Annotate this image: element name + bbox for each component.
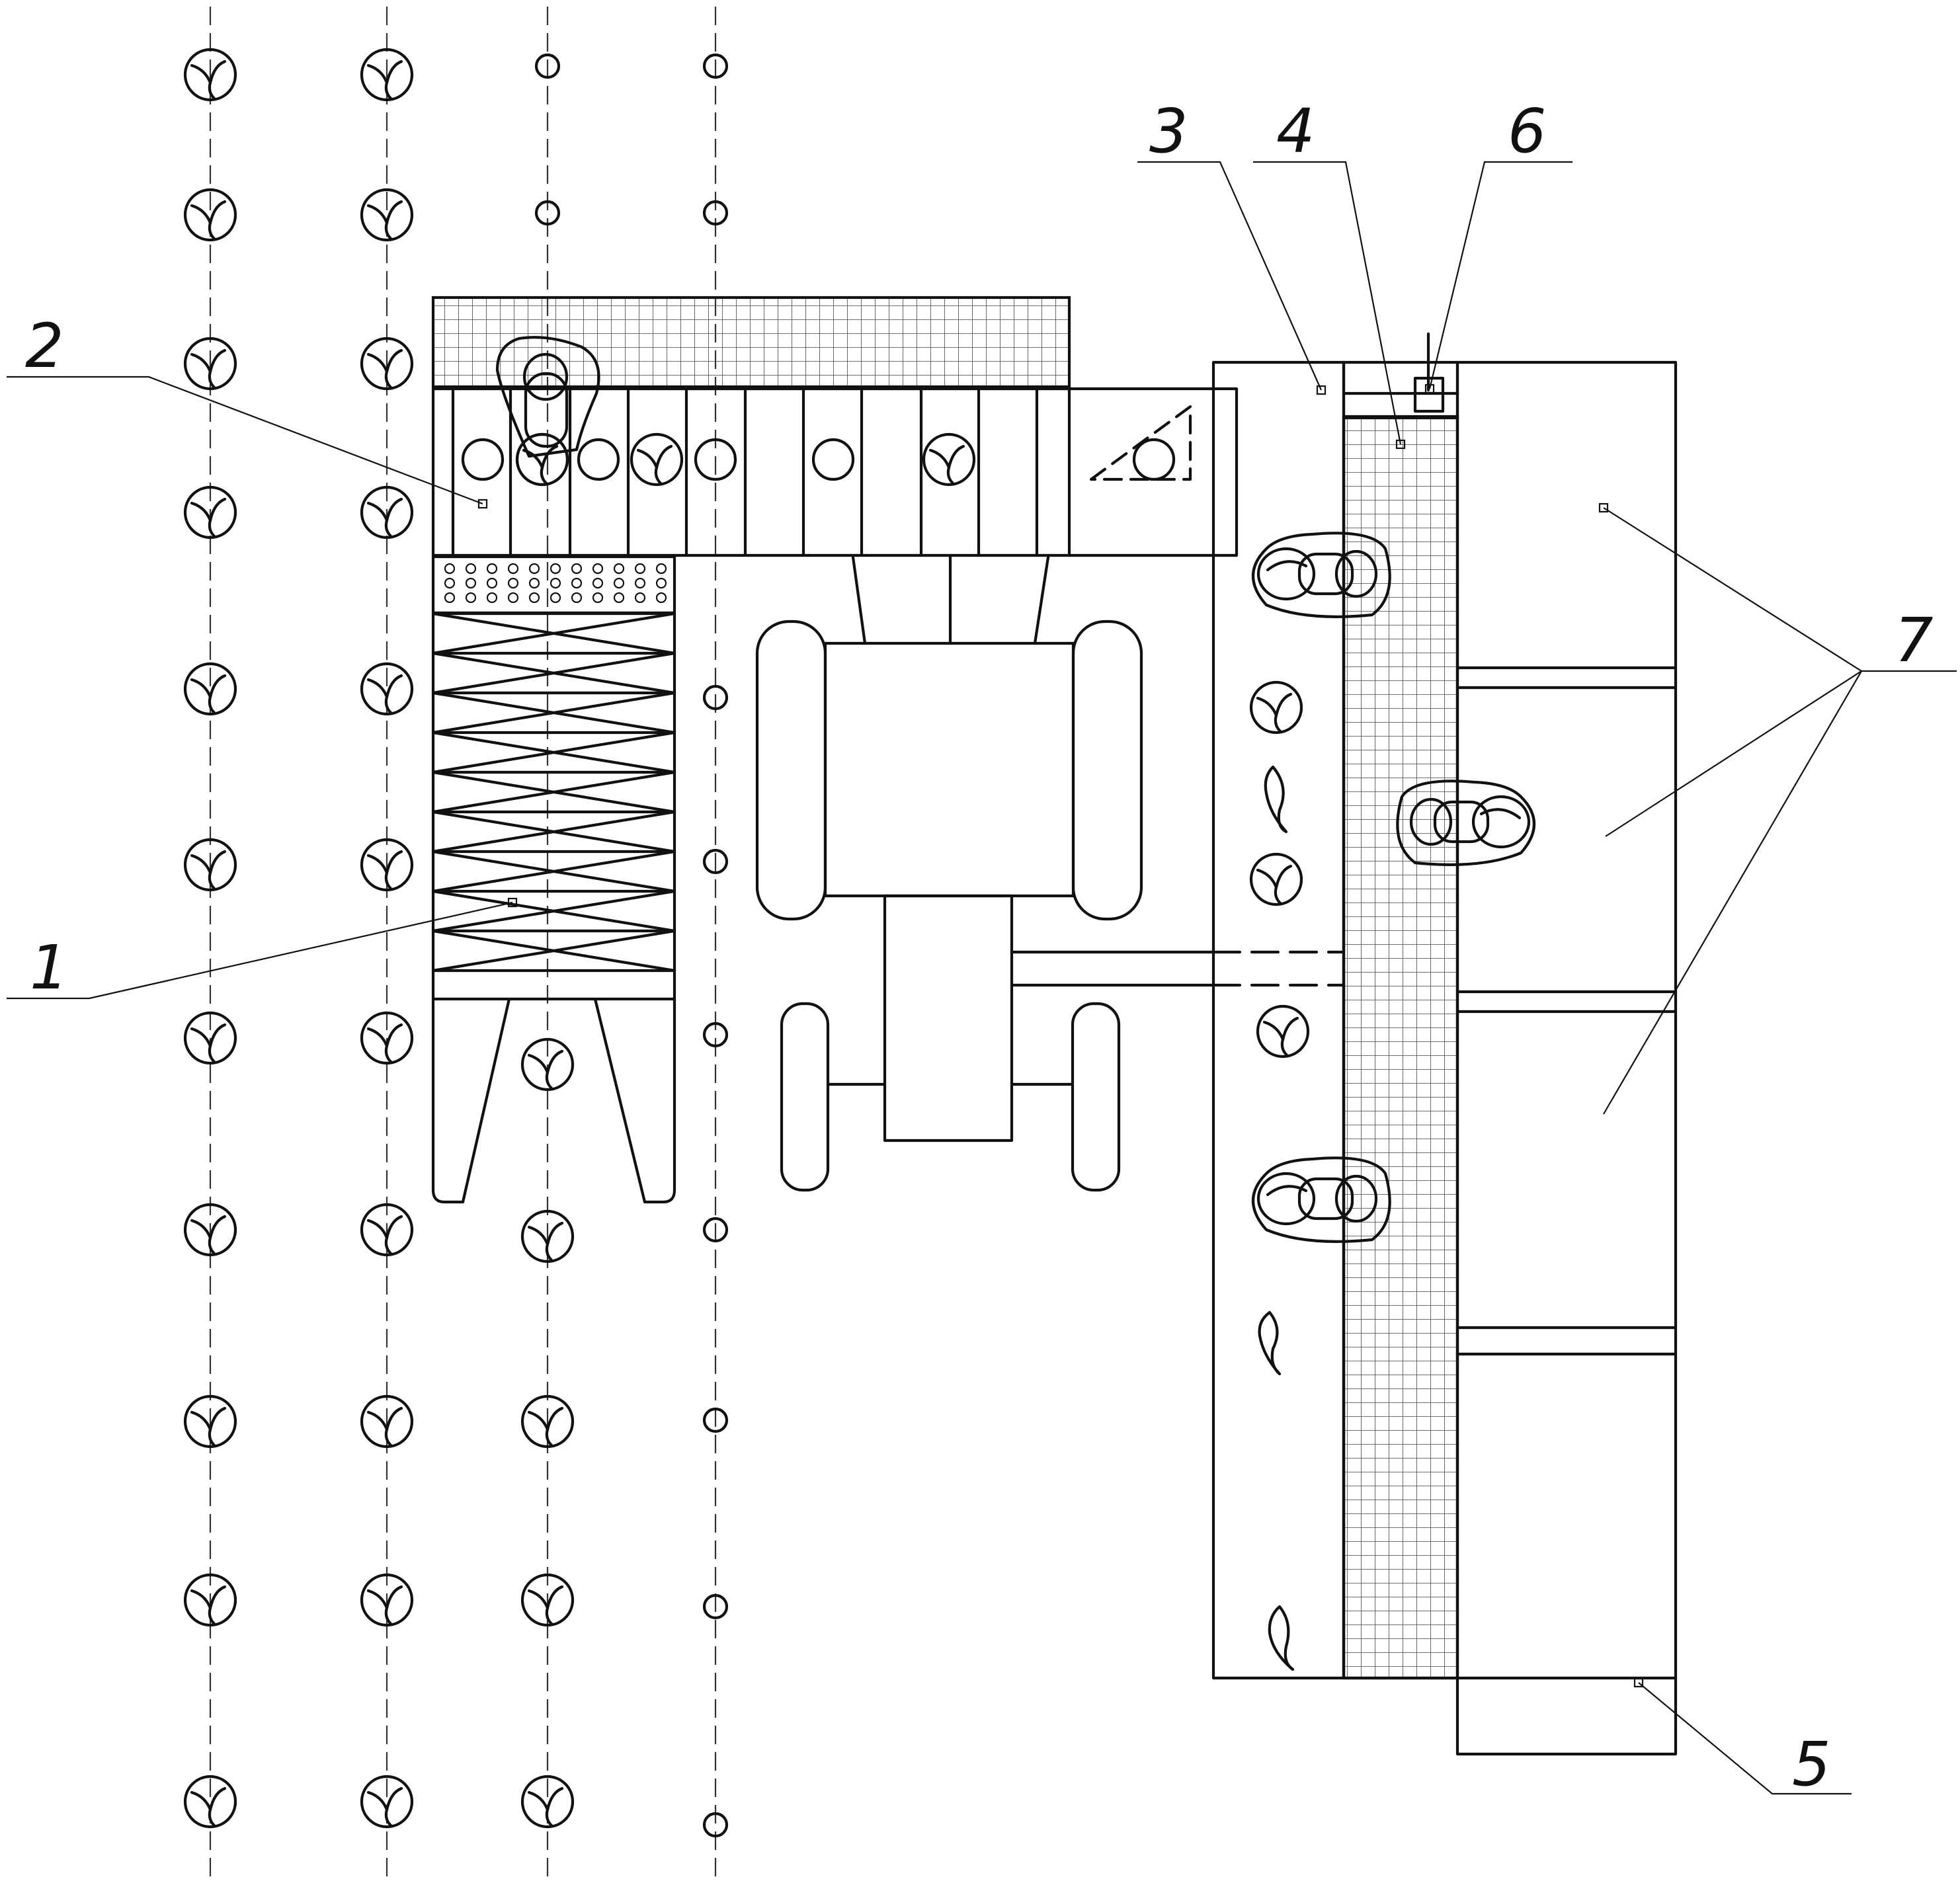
picking-header: [431, 612, 676, 1204]
label-2: 2: [25, 311, 64, 381]
crop-row-lines: [209, 7, 717, 1878]
bins: [1455, 360, 1678, 1756]
trailer-platform: [1211, 332, 1459, 1680]
label-3: 3: [1149, 96, 1188, 167]
tractor: [755, 555, 1344, 1192]
label-7: 7: [1895, 605, 1934, 676]
roller-band: [431, 555, 676, 615]
field-plants: [185, 50, 729, 1838]
worker-top: [495, 336, 600, 485]
label-4: 4: [1276, 96, 1315, 167]
leader-lines: [7, 161, 1957, 1795]
top-mesh-panel: [431, 296, 1071, 389]
label-6: 6: [1508, 96, 1547, 167]
label-1: 1: [30, 932, 69, 1003]
label-5: 5: [1792, 1729, 1831, 1800]
cross-conveyor: [431, 387, 1239, 557]
